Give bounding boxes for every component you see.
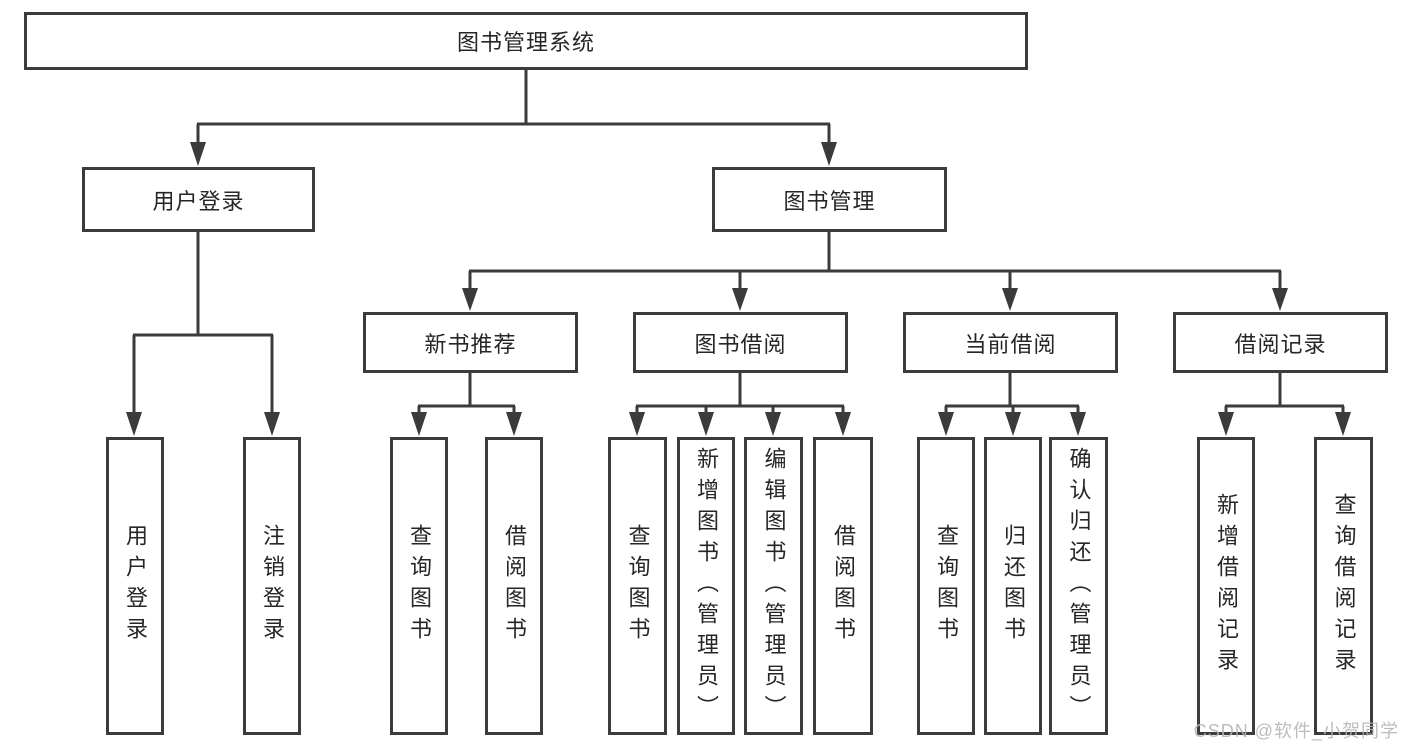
leaf-query-books-recommend: 查询图书 (390, 437, 448, 735)
node-current-borrow: 当前借阅 (903, 312, 1118, 373)
node-label: 用户登录 (152, 188, 245, 214)
arrow-down-icon (938, 412, 954, 436)
node-label: 图书借阅 (694, 331, 787, 357)
node-book-management: 图书管理 (712, 167, 947, 232)
leaf-label: 查询图书 (407, 524, 432, 648)
arrow-down-icon (126, 412, 142, 436)
arrow-down-icon (1002, 288, 1018, 311)
leaf-label: 新增图书（管理员） (694, 446, 719, 726)
leaf-confirm-return-admin: 确认归还（管理员） (1049, 437, 1108, 735)
arrow-down-icon (506, 412, 522, 436)
connector-book-mgmt-to-level3 (468, 232, 1282, 292)
node-root-library-system: 图书管理系统 (24, 12, 1028, 70)
leaf-label: 借阅图书 (502, 524, 527, 648)
arrow-down-icon (190, 142, 206, 166)
connector-root-to-level2 (196, 70, 831, 146)
leaf-label: 编辑图书（管理员） (761, 446, 787, 726)
leaf-label: 借阅图书 (831, 524, 856, 648)
leaf-borrow-books-recommend: 借阅图书 (485, 437, 543, 735)
connector-user-login-to-leaves (132, 232, 274, 414)
arrow-down-icon (1005, 412, 1021, 436)
node-borrow-records: 借阅记录 (1173, 312, 1388, 373)
leaf-label: 确认归还（管理员） (1066, 446, 1092, 726)
node-label: 图书管理 (783, 188, 876, 214)
leaf-user-login: 用户登录 (106, 437, 164, 735)
node-user-login: 用户登录 (82, 167, 315, 232)
arrow-down-icon (1335, 412, 1351, 436)
arrow-down-icon (835, 412, 851, 436)
leaf-label: 新增借阅记录 (1214, 493, 1239, 679)
node-label: 新书推荐 (424, 331, 517, 357)
arrow-down-icon (629, 412, 645, 436)
arrow-down-icon (264, 412, 280, 436)
node-book-borrow: 图书借阅 (633, 312, 848, 373)
connector-new-book-to-leaves (417, 373, 516, 416)
leaf-borrow-books: 借阅图书 (813, 437, 873, 735)
connector-book-borrow-to-leaves (635, 373, 845, 416)
leaf-label: 归还图书 (1001, 524, 1026, 648)
node-label: 图书管理系统 (456, 30, 595, 55)
arrow-down-icon (462, 288, 478, 311)
leaf-label: 查询图书 (625, 524, 651, 648)
leaf-query-books-current: 查询图书 (917, 437, 975, 735)
leaf-label: 查询图书 (934, 524, 959, 648)
arrow-down-icon (1272, 288, 1288, 311)
arrow-down-icon (821, 142, 837, 166)
leaf-label: 用户登录 (123, 524, 148, 648)
arrow-down-icon (698, 412, 714, 436)
leaf-return-books: 归还图书 (984, 437, 1042, 735)
leaf-edit-book-admin: 编辑图书（管理员） (744, 437, 803, 735)
leaf-add-borrow-record: 新增借阅记录 (1197, 437, 1255, 735)
leaf-query-borrow-record: 查询借阅记录 (1314, 437, 1373, 735)
arrow-down-icon (732, 288, 748, 311)
arrow-down-icon (1218, 412, 1234, 436)
connector-borrow-rec-to-leaves (1224, 373, 1345, 416)
arrow-down-icon (411, 412, 427, 436)
node-label: 当前借阅 (964, 331, 1057, 357)
node-new-book-recommend: 新书推荐 (363, 312, 578, 373)
connector-cur-borrow-to-leaves (944, 373, 1080, 416)
leaf-add-book-admin: 新增图书（管理员） (677, 437, 735, 735)
arrow-down-icon (1070, 412, 1086, 436)
leaf-logout: 注销登录 (243, 437, 301, 735)
leaf-label: 查询借阅记录 (1331, 493, 1357, 679)
leaf-label: 注销登录 (260, 524, 285, 648)
node-label: 借阅记录 (1234, 331, 1327, 357)
csdn-watermark: CSDN @软件_小贺同学 (1193, 721, 1399, 741)
arrow-down-icon (765, 412, 781, 436)
leaf-query-books-borrow: 查询图书 (608, 437, 667, 735)
